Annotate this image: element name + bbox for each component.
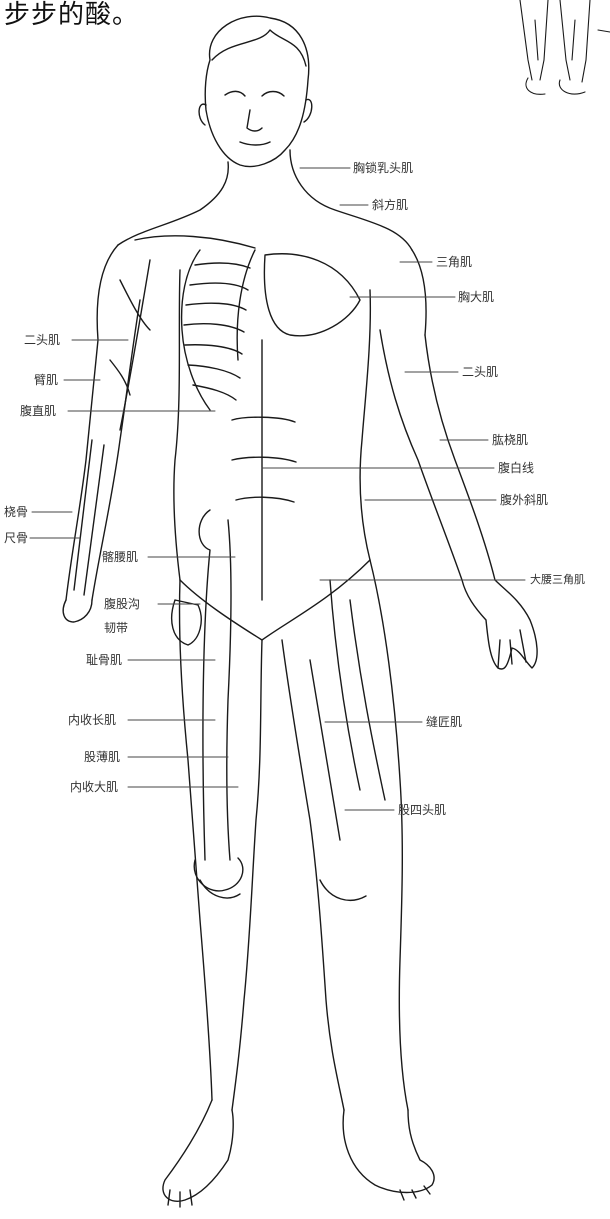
label-inguinal: 腹股沟 — [104, 597, 140, 611]
label-trapezius: 斜方肌 — [372, 198, 408, 212]
label-radius: 桡骨 — [4, 505, 28, 519]
leader-lines-right — [262, 168, 525, 810]
label-pectoralis: 胸大肌 — [458, 290, 494, 304]
label-biceps-right: 二头肌 — [462, 365, 498, 379]
label-quadriceps: 股四头肌 — [398, 803, 446, 817]
label-pubic-muscle: 耻骨肌 — [86, 653, 122, 667]
head — [199, 16, 312, 166]
label-gracilis: 股薄肌 — [84, 750, 120, 764]
label-rectus-abdominis: 腹直肌 — [20, 404, 56, 418]
left-arm — [63, 260, 150, 622]
label-external-oblique: 腹外斜肌 — [500, 493, 548, 507]
inset-legs-figure — [520, 0, 610, 94]
torso-outline — [97, 150, 426, 640]
label-adductor-magnus: 内收大肌 — [70, 780, 118, 794]
label-sternocleidomastoid: 胸锁乳头肌 — [353, 161, 413, 175]
legs — [179, 560, 408, 1110]
label-sartorius: 缝匠肌 — [426, 715, 462, 729]
feet — [163, 1100, 434, 1207]
label-linea-alba: 腹白线 — [498, 461, 534, 475]
label-brachioradialis: 肱桡肌 — [492, 433, 528, 447]
label-brachialis: 臂肌 — [34, 373, 58, 387]
label-adductor-longus: 内收长肌 — [68, 713, 116, 727]
label-ulna: 尺骨 — [4, 531, 28, 545]
label-biceps-left: 二头肌 — [24, 333, 60, 347]
label-ligament: 韧带 — [104, 621, 128, 635]
label-gluteus: 大腰三角肌 — [530, 573, 585, 587]
label-iliopsoas: 髂腰肌 — [102, 550, 138, 564]
label-deltoid: 三角肌 — [436, 255, 472, 269]
